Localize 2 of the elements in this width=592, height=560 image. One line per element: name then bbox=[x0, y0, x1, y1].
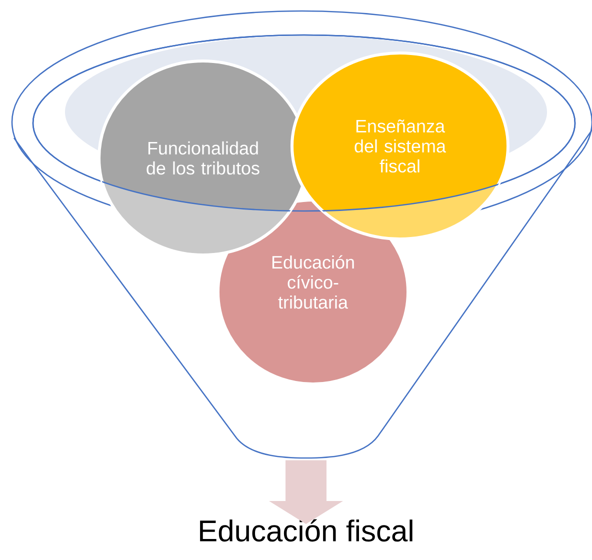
result-text: Educación fiscal bbox=[200, 519, 412, 542]
node-label: Educación cívico-tributaria bbox=[272, 255, 354, 309]
